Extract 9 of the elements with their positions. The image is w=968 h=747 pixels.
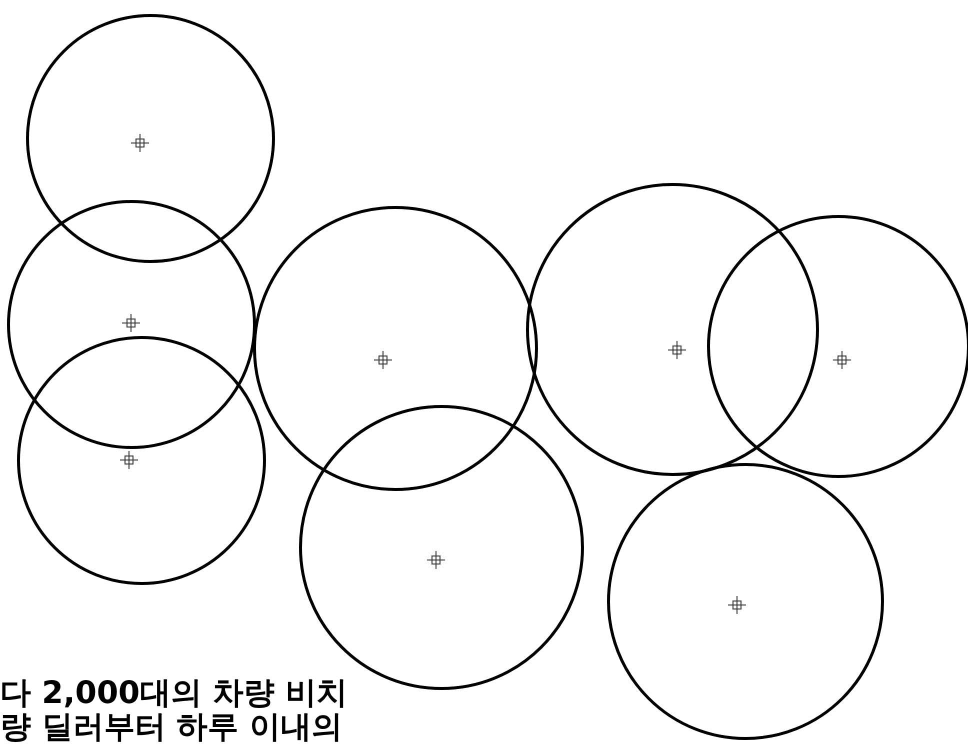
caption-text: 량 딜러부터 하루 이내의 [0,710,342,744]
circle-outline [606,462,884,740]
circle-outline [252,206,538,490]
circle-outline [526,182,818,476]
circle-outline [16,336,266,584]
circle-outline [26,14,274,262]
caption-text: 다 2,000대의 차량 비치 [0,676,348,710]
circle-outline [706,214,968,478]
circle-outline [6,200,256,448]
